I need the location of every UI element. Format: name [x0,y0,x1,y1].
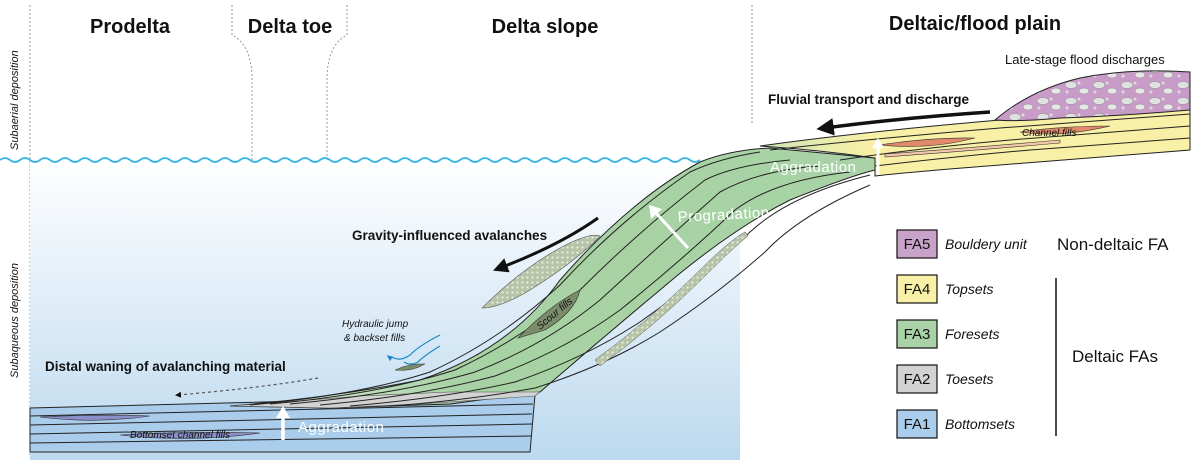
legend-swatch [896,409,938,439]
fluvial-arrow [816,110,991,136]
label-aggradation-bottom: Aggradation [298,419,384,436]
legend-swatch [896,319,938,349]
label-gravity: Gravity-influenced avalanches [352,228,547,243]
avalanche-lobe [481,234,601,309]
legend-code: FA5 [904,236,931,253]
water-surface [0,157,701,163]
bottomset-lines [29,403,534,444]
zone-prodelta: Prodelta [90,16,171,38]
foreset-lines [249,151,871,407]
topset-lines [769,113,1191,167]
zone-plain: Deltaic/flood plain [889,13,1061,35]
aggradation-arrows [276,138,884,440]
dotted-bed [594,231,749,367]
gravity-arrow [492,216,599,273]
label-progradation: Progradation [677,204,770,226]
side-subaerial: Subaerial deposition [9,50,21,150]
topset-channel-fills [879,125,1111,158]
legend-item: FA1 Bottomsets [896,409,1015,439]
label-channel-fills: Channel fills [1022,128,1076,139]
hydraulic-swirl-arrows [386,334,441,365]
bouldery-unit [993,70,1191,122]
scour-fill-shape [516,289,581,339]
legend-non-deltaic: Non-deltaic FA [1057,235,1169,254]
label-hydraulic-2: & backset fills [344,333,405,344]
zone-delta-toe: Delta toe [248,16,332,38]
legend-name: Foresets [945,326,999,342]
legend-code: FA4 [904,281,931,298]
water-body [30,160,740,460]
hydraulic-jump-lens [394,363,426,371]
legend-swatch [896,229,938,259]
legend-code: FA1 [904,416,931,433]
label-fluvial: Fluvial transport and discharge [768,92,970,107]
distal-arrow [175,377,319,398]
progradation-arrow [649,205,690,250]
legend-name: Topsets [945,281,994,297]
zone-delta-slope: Delta slope [492,16,599,38]
label-late-stage: Late-stage flood discharges [1005,52,1165,67]
label-bottomset-channel: Bottomset channel fills [130,430,230,441]
legend-item: FA4 Topsets [896,274,994,304]
legend-swatch [896,364,938,394]
legend-name: Bouldery unit [945,236,1028,252]
legend-item: FA2 Toesets [896,364,994,394]
foreset-unit [229,147,876,409]
legend-name: Bottomsets [945,416,1015,432]
bottomset-channel-fill-shapes [39,414,261,439]
label-distal: Distal waning of avalanching material [45,359,286,374]
label-aggradation-top: Aggradation [770,159,856,176]
legend-item: FA3 Foresets [896,319,999,349]
legend-swatch [896,274,938,304]
side-subaqueous: Subaqueous deposition [9,263,21,378]
legend-item: FA5 Bouldery unit [896,229,1028,259]
legend-name: Toesets [945,371,994,387]
topset-unit [759,105,1191,177]
legend-deltaic: Deltaic FAs [1072,347,1158,366]
label-hydraulic-1: Hydraulic jump [342,319,409,330]
legend-code: FA3 [904,326,931,343]
legend-code: FA2 [904,371,931,388]
